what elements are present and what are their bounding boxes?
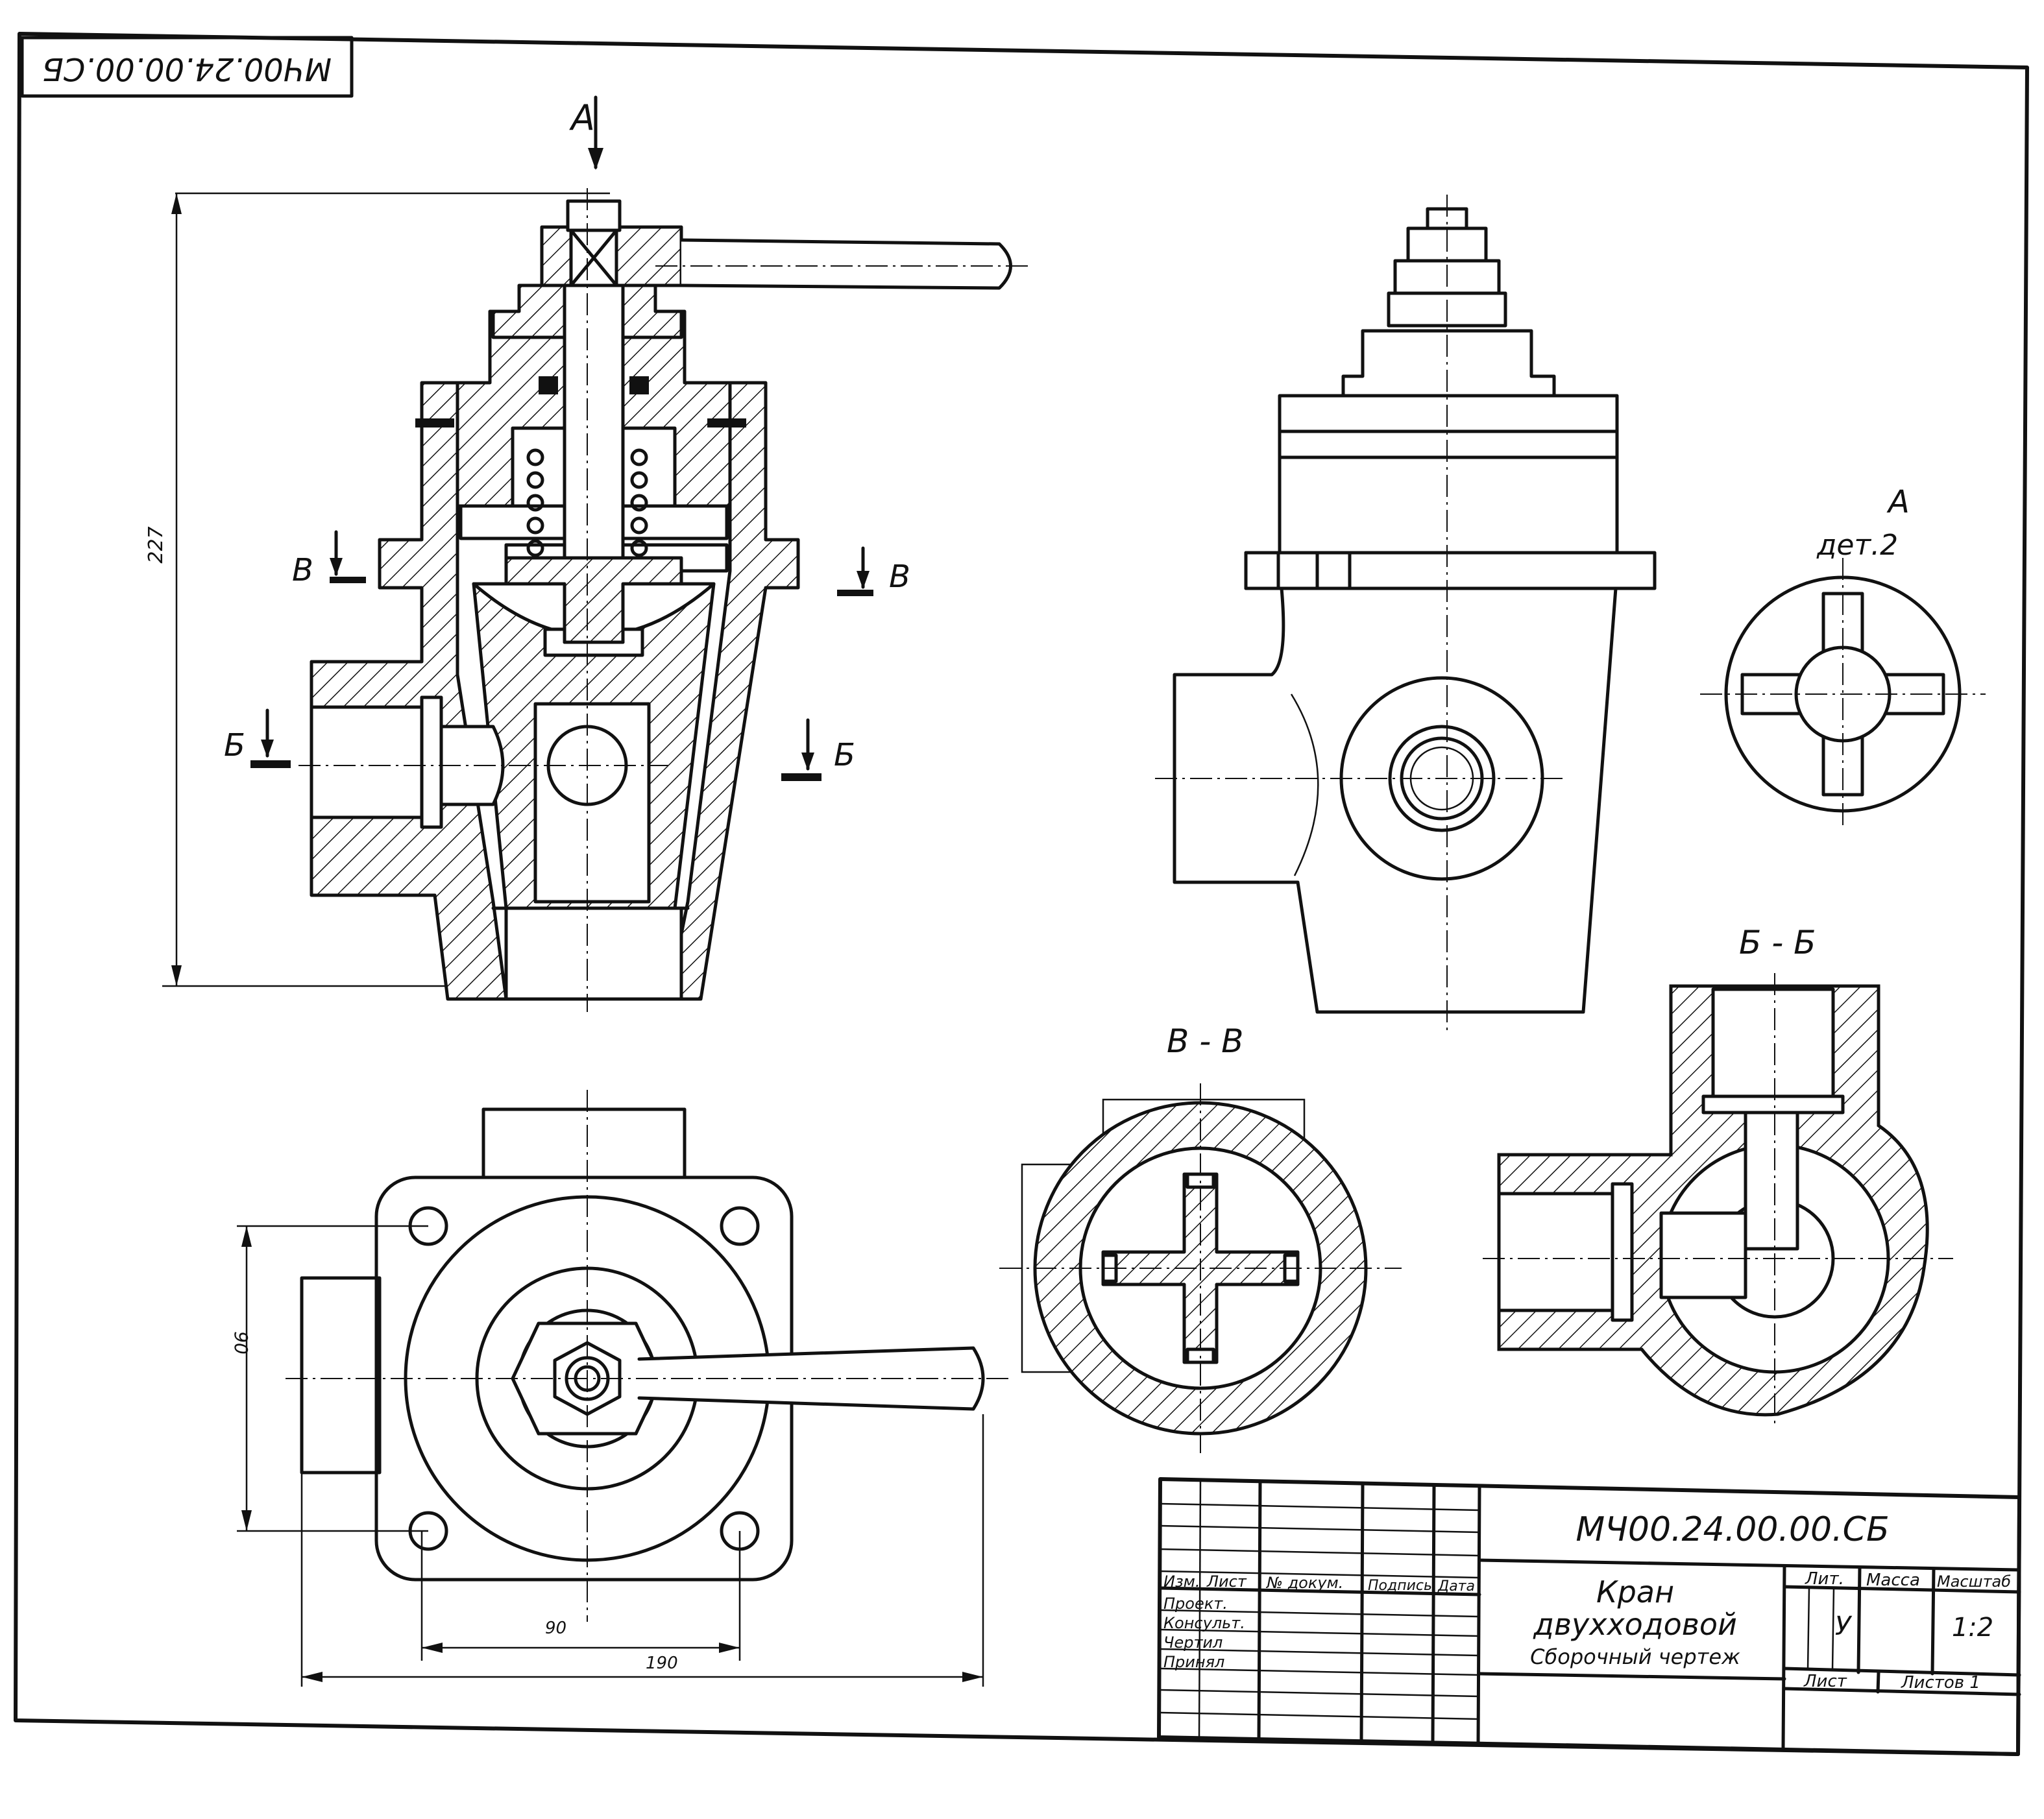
section-b-marker-right: Б bbox=[834, 737, 855, 773]
sheet-label: Лист bbox=[1803, 1672, 1847, 1691]
row-accepted-label: Принял bbox=[1163, 1653, 1224, 1671]
section-bb: Б - Б bbox=[1483, 924, 1953, 1427]
col-list-label: Лист bbox=[1206, 1572, 1247, 1591]
top-view: 90 90 190 bbox=[230, 1090, 1012, 1687]
section-b-marker-left: Б bbox=[224, 727, 245, 764]
dimension-bottom-outer: 190 bbox=[646, 1654, 678, 1673]
col-izm-label: Изм. bbox=[1163, 1572, 1200, 1591]
view-a-arrow-label: А bbox=[569, 97, 595, 138]
col-doc-label: № докум. bbox=[1265, 1574, 1343, 1592]
col-date-label: Дата bbox=[1437, 1578, 1475, 1595]
col-sign-label: Подпись bbox=[1368, 1578, 1432, 1594]
dimension-left: 90 bbox=[230, 1331, 252, 1355]
title-line-2: двухходовой bbox=[1533, 1607, 1737, 1642]
dimension-height: 227 bbox=[145, 526, 167, 563]
section-vv: В - В bbox=[999, 1022, 1402, 1453]
title-line-1: Кран bbox=[1596, 1574, 1674, 1609]
corner-stamp-code: МЧ00.24.00.00.СБ bbox=[42, 51, 332, 87]
title-block-code: МЧ00.24.00.00.СБ bbox=[1576, 1510, 1889, 1549]
sheets-label: Листов 1 bbox=[1901, 1673, 1980, 1693]
section-vv-title: В - В bbox=[1167, 1022, 1243, 1060]
lit-value: У bbox=[1835, 1611, 1853, 1641]
dimension-bottom-inner: 90 bbox=[545, 1619, 566, 1638]
section-bb-title: Б - Б bbox=[1739, 924, 1816, 961]
scale-value: 1:2 bbox=[1952, 1613, 1993, 1643]
mass-label: Масса bbox=[1866, 1571, 1920, 1590]
row-consult-label: Консульт. bbox=[1163, 1614, 1245, 1632]
front-section-view: А bbox=[145, 95, 1032, 1012]
title-subtitle: Сборочный чертеж bbox=[1530, 1644, 1740, 1669]
row-drawn-label: Чертил bbox=[1163, 1633, 1223, 1652]
section-v-marker-right: В bbox=[889, 559, 910, 595]
section-v-marker-left: В bbox=[292, 552, 313, 588]
view-a-detail: А дет.2 bbox=[1700, 484, 1986, 830]
side-view bbox=[1155, 195, 1657, 1031]
view-a-title: А bbox=[1886, 484, 1910, 520]
lit-label: Лит. bbox=[1805, 1569, 1844, 1589]
spring-coils bbox=[526, 448, 648, 557]
row-project-label: Проект. bbox=[1163, 1595, 1228, 1613]
scale-label: Масштаб bbox=[1937, 1572, 2011, 1591]
corner-stamp: МЧ00.24.00.00.СБ bbox=[20, 36, 354, 98]
title-block: МЧ00.24.00.00.СБ Изм. Лист № докум. Подп… bbox=[1157, 1477, 2021, 1756]
view-a-part-label: дет.2 bbox=[1816, 529, 1898, 562]
